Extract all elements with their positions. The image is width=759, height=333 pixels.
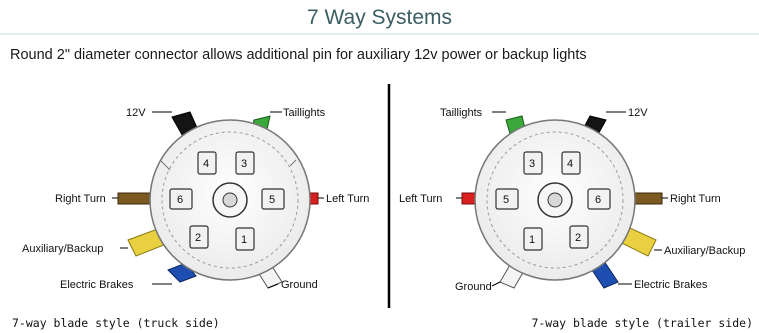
pin-number: 5 <box>269 194 275 206</box>
plug-inner-ring <box>486 131 624 269</box>
pin-number: 6 <box>177 194 183 206</box>
page-title: 7 Way Systems <box>306 6 453 29</box>
caption-truck-side: 7-way blade style (truck side) <box>12 316 220 330</box>
label-left-turn: Left Turn <box>326 193 369 205</box>
subtitle: Round 2" diameter connector allows addit… <box>10 47 587 63</box>
truck-side-connector: 4 3 6 5 2 1 12V Taillights Right Turn Le… <box>22 107 369 291</box>
label-electric-brakes: Electric Brakes <box>60 279 134 291</box>
pin-number: 1 <box>241 234 247 246</box>
label-taillights: Taillights <box>440 107 483 119</box>
label-ground: Ground <box>281 279 318 291</box>
plug-inner-ring <box>161 131 299 269</box>
pin-number: 5 <box>503 194 509 206</box>
caption-trailer-side: 7-way blade style (trailer side) <box>531 316 753 330</box>
pin-number: 4 <box>567 158 573 170</box>
label-auxiliary: Auxiliary/Backup <box>22 243 103 255</box>
pin-number: 2 <box>575 232 581 244</box>
label-electric-brakes: Electric Brakes <box>634 279 708 291</box>
label-ground: Ground <box>455 281 492 293</box>
title-divider <box>0 33 759 35</box>
trailer-side-connector: 3 4 5 6 1 2 Taillights 12V Left Turn Rig… <box>399 107 745 293</box>
label-right-turn: Right Turn <box>55 193 106 205</box>
pin-number: 3 <box>241 158 247 170</box>
pin-number: 4 <box>203 158 209 170</box>
pin-number: 6 <box>595 194 601 206</box>
pin-number: 1 <box>529 234 535 246</box>
label-left-turn: Left Turn <box>399 193 442 205</box>
pin-number: 3 <box>529 158 535 170</box>
label-12v: 12V <box>628 107 648 119</box>
label-auxiliary: Auxiliary/Backup <box>664 245 745 257</box>
label-12v: 12V <box>126 107 146 119</box>
label-right-turn: Right Turn <box>670 193 721 205</box>
pin-number: 2 <box>195 232 201 244</box>
label-taillights: Taillights <box>283 107 326 119</box>
